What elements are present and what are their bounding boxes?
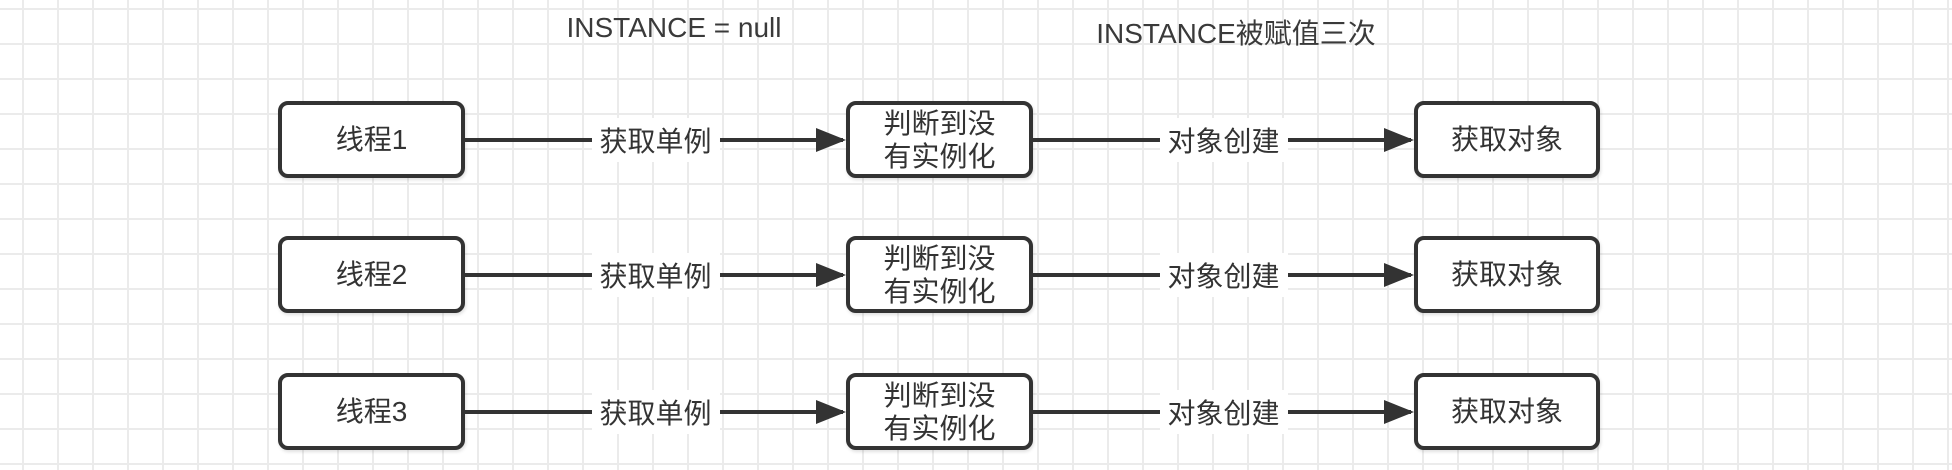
node-get-object-2[interactable]: 获取对象 <box>1414 236 1600 313</box>
arrow-object-create-1: 对象创建 <box>1033 101 1414 178</box>
check-node-line2: 有实例化 <box>883 275 996 307</box>
arrowhead-icon <box>816 263 846 287</box>
check-node-line2: 有实例化 <box>883 412 996 444</box>
flow-row-thread-2: 线程2 获取单例 判断到没 有实例化 对象创建 获取对象 <box>0 236 1952 313</box>
node-thread-3[interactable]: 线程3 <box>278 373 465 450</box>
node-thread-2[interactable]: 线程2 <box>278 236 465 313</box>
flow-row-thread-1: 线程1 获取单例 判断到没 有实例化 对象创建 获取对象 <box>0 101 1952 178</box>
arrow-get-singleton-3: 获取单例 <box>465 373 846 450</box>
node-get-object-1[interactable]: 获取对象 <box>1414 101 1600 178</box>
node-get-object-3[interactable]: 获取对象 <box>1414 373 1600 450</box>
check-node-line1: 判断到没 <box>883 107 996 139</box>
arrowhead-icon <box>1384 263 1414 287</box>
arrowhead-icon <box>1384 128 1414 152</box>
arrow-label-object-create: 对象创建 <box>1159 389 1288 434</box>
check-node-text: 判断到没 有实例化 <box>883 242 995 308</box>
arrowhead-icon <box>1384 400 1414 424</box>
arrow-label-object-create: 对象创建 <box>1159 252 1288 297</box>
arrow-get-singleton-2: 获取单例 <box>465 236 846 313</box>
arrow-label-get-singleton: 获取单例 <box>591 252 720 297</box>
node-thread-1[interactable]: 线程1 <box>278 101 465 178</box>
arrow-label-object-create: 对象创建 <box>1159 117 1288 162</box>
node-check-not-instantiated-2[interactable]: 判断到没 有实例化 <box>846 236 1033 313</box>
check-node-text: 判断到没 有实例化 <box>883 107 995 173</box>
arrow-get-singleton-1: 获取单例 <box>465 101 846 178</box>
node-check-not-instantiated-3[interactable]: 判断到没 有实例化 <box>846 373 1033 450</box>
check-node-line2: 有实例化 <box>883 140 996 172</box>
arrowhead-icon <box>816 128 846 152</box>
arrowhead-icon <box>816 400 846 424</box>
header-instance-assigned-three-times: INSTANCE被赋值三次 <box>1096 18 1376 49</box>
arrow-object-create-3: 对象创建 <box>1033 373 1414 450</box>
node-check-not-instantiated-1[interactable]: 判断到没 有实例化 <box>846 101 1033 178</box>
header-instance-null: INSTANCE = null <box>566 12 782 43</box>
flow-row-thread-3: 线程3 获取单例 判断到没 有实例化 对象创建 获取对象 <box>0 373 1952 450</box>
check-node-line1: 判断到没 <box>883 379 996 411</box>
arrow-label-get-singleton: 获取单例 <box>591 389 720 434</box>
arrow-label-get-singleton: 获取单例 <box>591 117 720 162</box>
check-node-text: 判断到没 有实例化 <box>883 379 995 445</box>
arrow-object-create-2: 对象创建 <box>1033 236 1414 313</box>
check-node-line1: 判断到没 <box>883 242 996 274</box>
